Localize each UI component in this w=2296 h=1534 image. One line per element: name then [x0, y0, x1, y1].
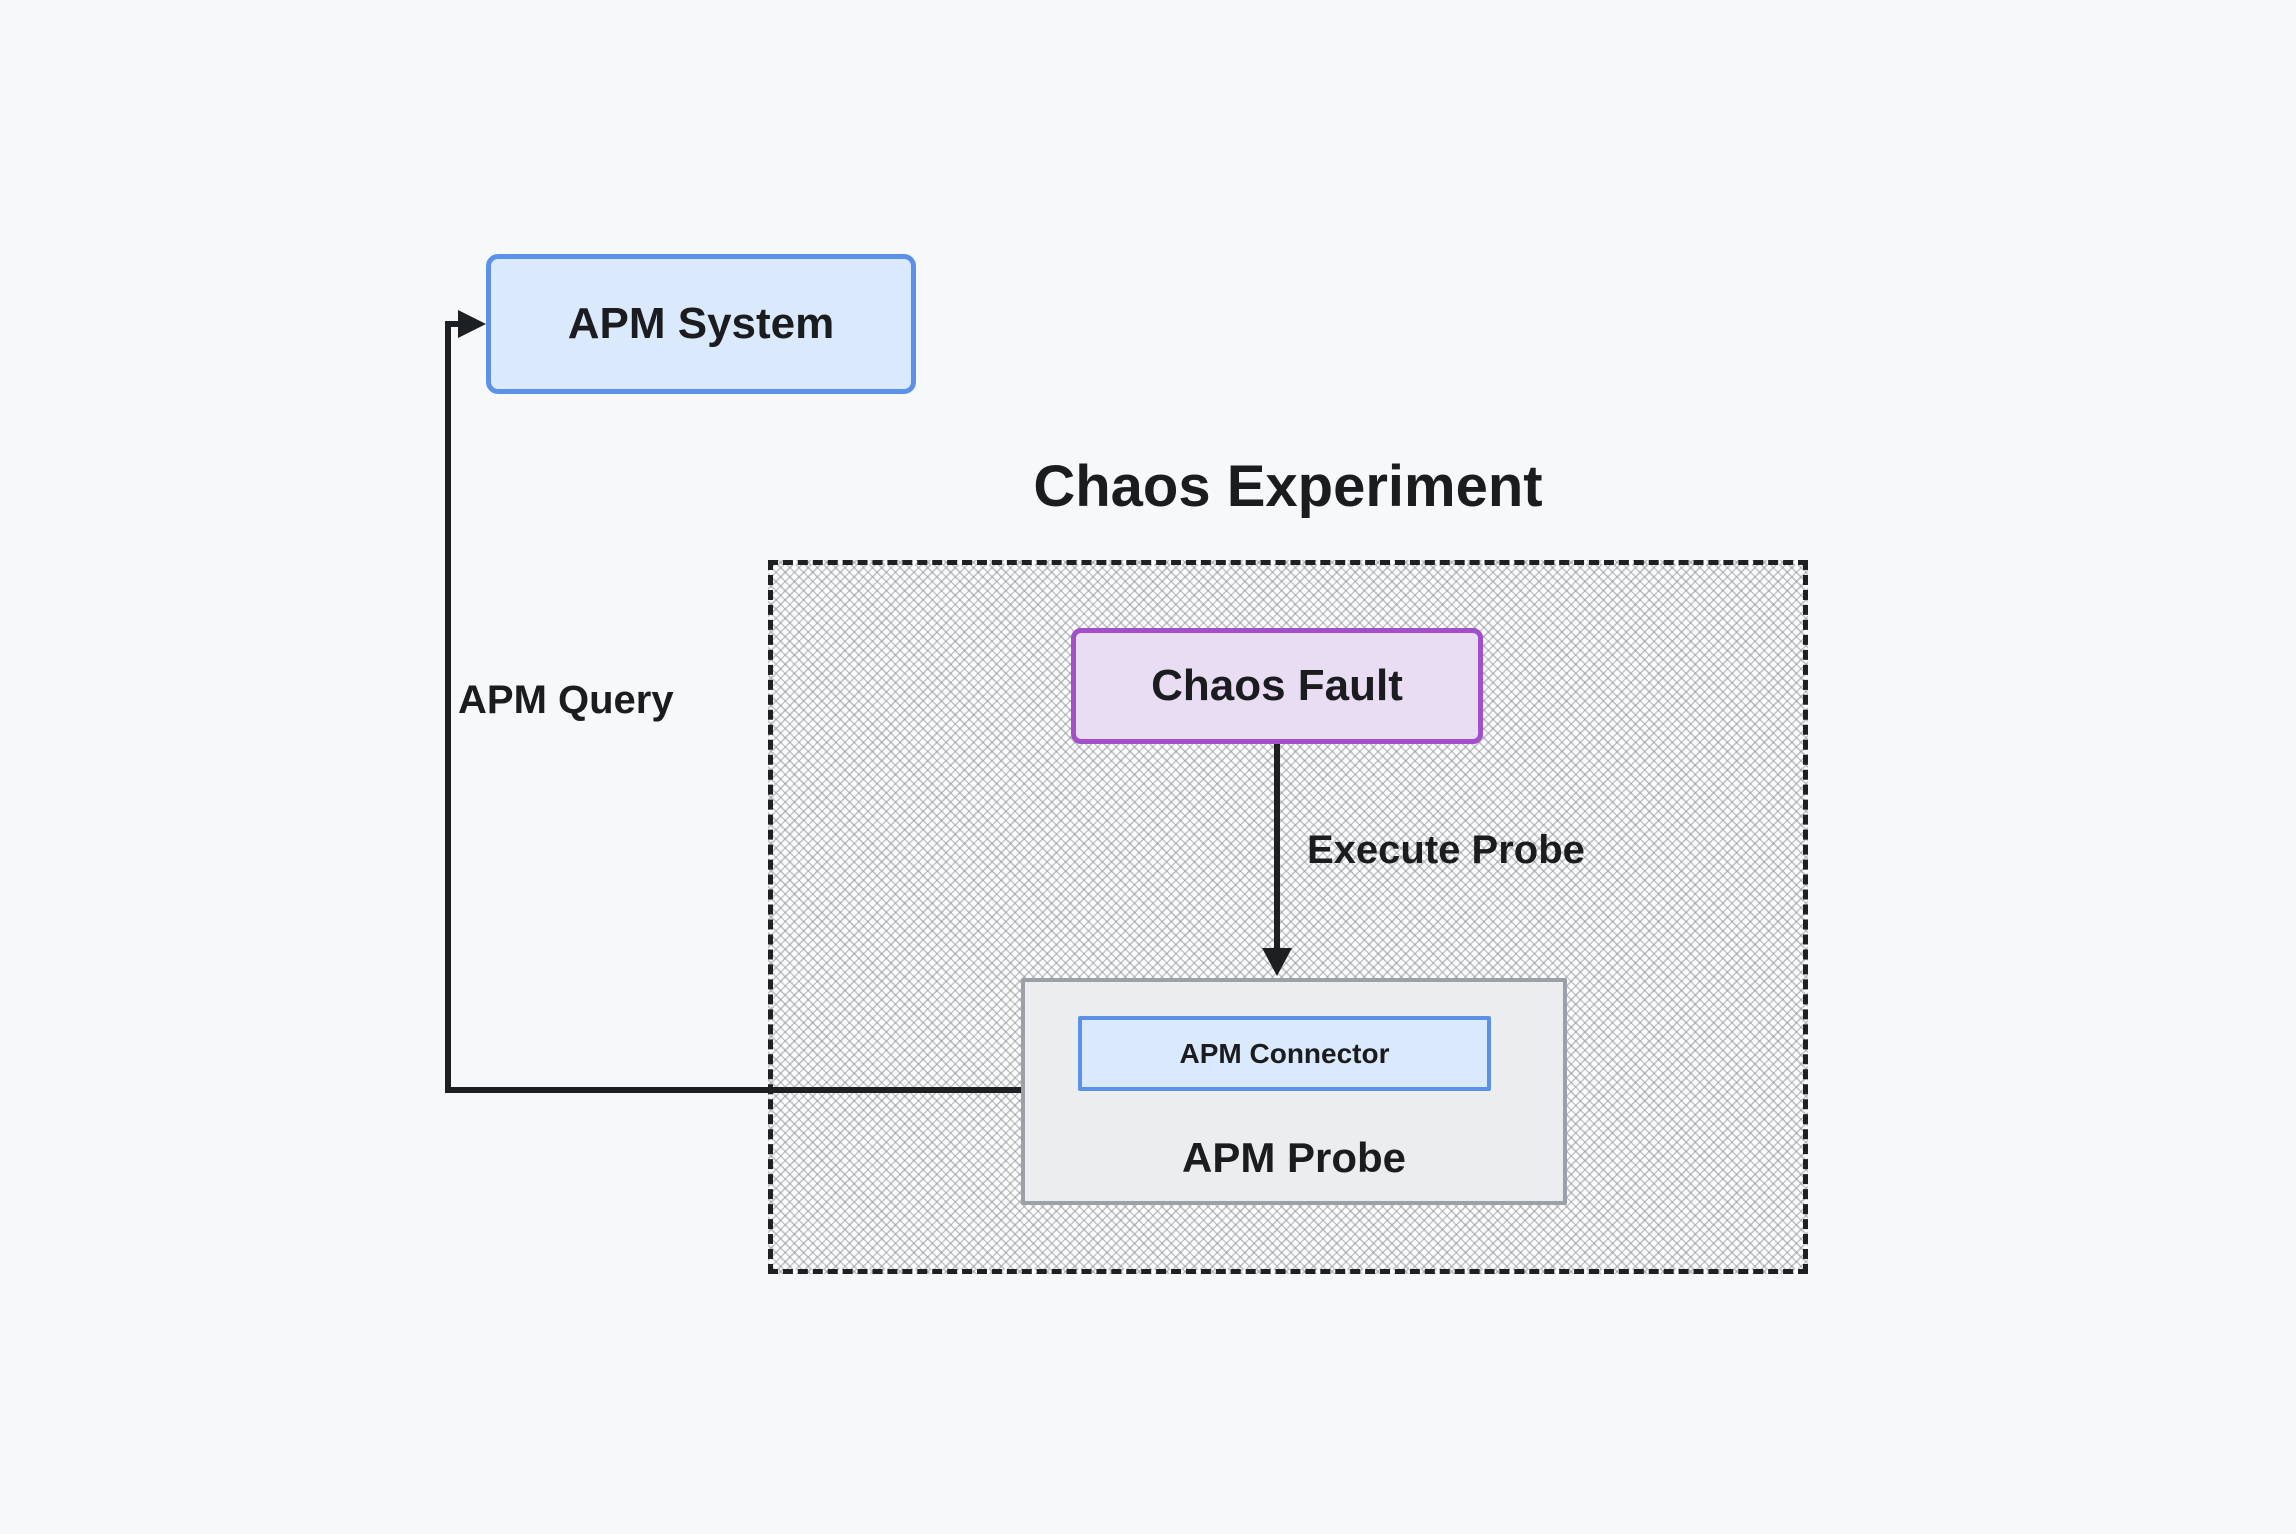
node-apm-connector: APM Connector — [1078, 1016, 1491, 1091]
node-chaos-fault: Chaos Fault — [1071, 628, 1483, 744]
apm-query-line — [445, 321, 1023, 1093]
execute-probe-arrowhead-icon — [1262, 948, 1292, 976]
apm-query-arrowhead-icon — [458, 310, 486, 338]
edge-label-apm-query: APM Query — [458, 678, 674, 722]
edge-label-execute-probe: Execute Probe — [1307, 828, 1585, 872]
node-apm-connector-label: APM Connector — [1179, 1037, 1390, 1069]
node-apm-system-label: APM System — [567, 299, 835, 348]
node-apm-probe-label: APM Probe — [1181, 1134, 1407, 1181]
diagram-title: Chaos Experiment — [1033, 454, 1543, 519]
node-apm-system: APM System — [486, 254, 916, 394]
node-chaos-fault-label: Chaos Fault — [1151, 661, 1403, 710]
node-apm-probe: APM Probe — [1021, 978, 1567, 1205]
